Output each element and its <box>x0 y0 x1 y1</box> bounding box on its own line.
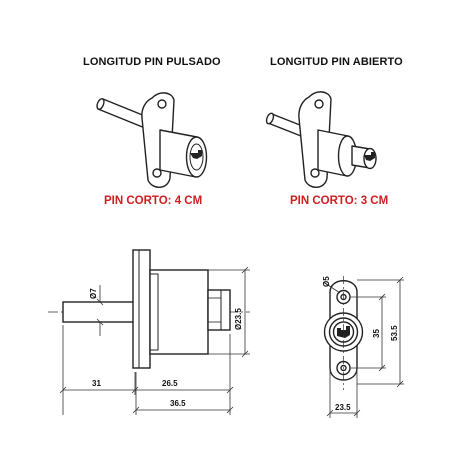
dim-pin-diameter: Ø7 <box>89 288 98 299</box>
lock-illustration-pressed <box>96 92 208 188</box>
dim-plate-width: 23.5 <box>335 403 351 412</box>
side-view-dimensions <box>59 266 250 415</box>
dim-body-length: 26.5 <box>162 379 178 388</box>
header-pin-pressed: LONGITUD PIN PULSADO <box>83 56 221 68</box>
dim-hole-spacing: 35 <box>372 329 381 338</box>
dim-total-length: 36.5 <box>170 399 186 408</box>
header-pin-open: LONGITUD PIN ABIERTO <box>270 56 403 68</box>
front-view-dimensions <box>324 276 404 418</box>
front-view-drawing <box>323 276 364 390</box>
pin-label-short-4cm: PIN CORTO: 4 CM <box>104 195 203 207</box>
dim-plate-height: 53.5 <box>390 325 399 341</box>
pin-label-short-3cm: PIN CORTO: 3 CM <box>290 195 389 207</box>
side-view-drawing <box>48 249 250 369</box>
dim-hole-diameter: Ø5 <box>322 276 331 287</box>
dim-pin-length: 31 <box>92 379 101 388</box>
lock-illustration-open <box>265 91 377 188</box>
dim-cylinder-diameter: Ø23.5 <box>234 308 243 330</box>
